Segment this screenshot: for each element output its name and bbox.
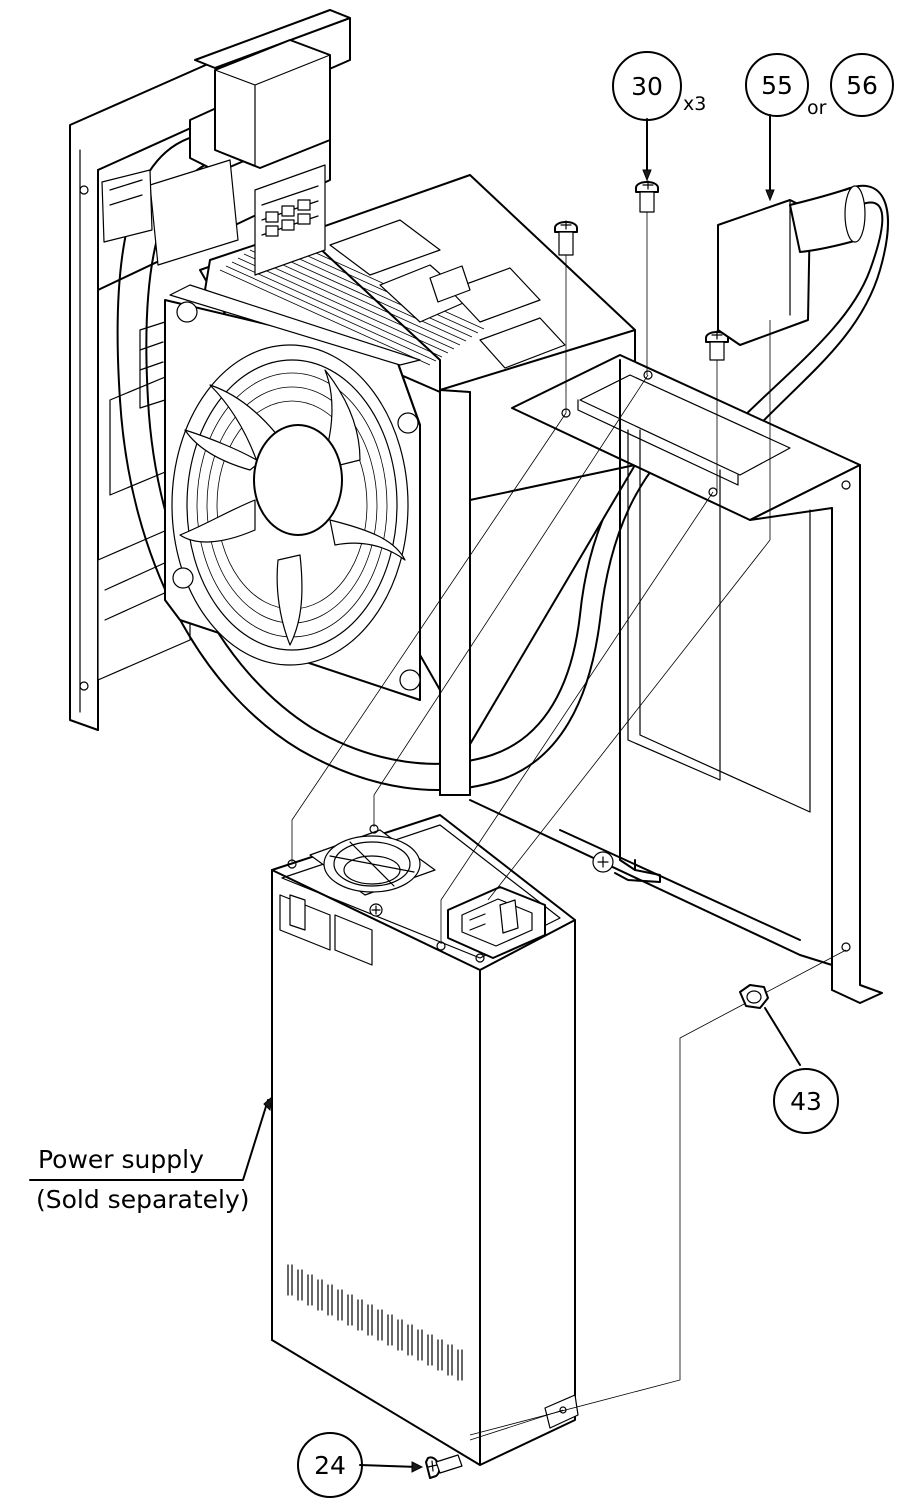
callout-56-number: 56 (846, 71, 878, 100)
power-supply-unit (271, 814, 579, 1466)
screw-24 (359, 1454, 463, 1479)
power-supply-label: Power supply (Sold separately) (36, 1145, 250, 1214)
psu-mounting-bracket (469, 354, 883, 1004)
psu-top-fan (309, 829, 436, 917)
ac-inlet (447, 886, 546, 959)
callout-55: 55 (745, 53, 809, 117)
callout-30-qty: x3 (683, 93, 706, 115)
callout-24-number: 24 (314, 1451, 346, 1480)
power-supply-label-line2: (Sold separately) (36, 1185, 250, 1214)
screw-30 (554, 118, 729, 361)
callout-24: 24 (297, 1432, 363, 1498)
power-supply-label-line1: Power supply (38, 1145, 204, 1174)
callout-43-number: 43 (790, 1087, 822, 1116)
nut-43 (739, 984, 801, 1066)
ac-power-cable (717, 114, 889, 441)
callout-56: 56 (830, 53, 894, 117)
callout-30-number: 30 (631, 72, 663, 101)
fan-blades (179, 369, 406, 646)
callout-55-number: 55 (761, 71, 793, 100)
psu-vent-slots (287, 1264, 463, 1381)
power-supply-leader (29, 1095, 273, 1181)
callout-43: 43 (773, 1068, 839, 1134)
heatsink-fins (219, 233, 485, 366)
callout-30: 30 x3 (612, 51, 706, 121)
power-cable-loop (101, 39, 691, 791)
callout-or-text: or (807, 97, 827, 119)
cooling-fan (139, 284, 421, 701)
